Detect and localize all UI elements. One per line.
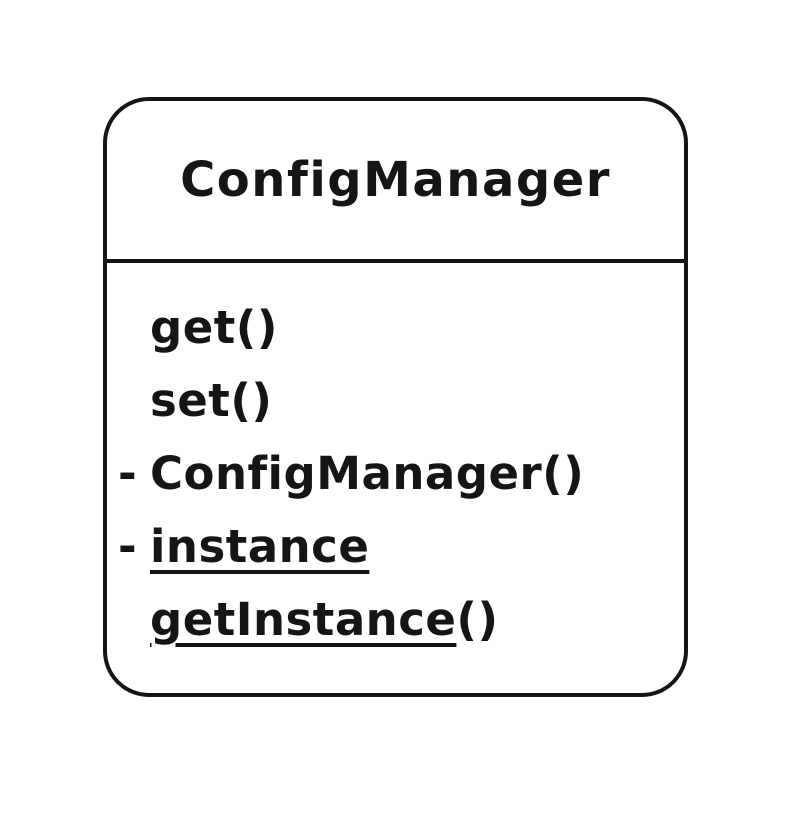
member-row: - instance: [118, 510, 668, 583]
visibility-marker: -: [118, 447, 138, 500]
member-parens: (): [542, 447, 585, 500]
member-row: set (): [118, 364, 668, 437]
uml-class-box: ConfigManager get () set () - ConfigMana…: [103, 97, 688, 697]
member-row: get (): [118, 291, 668, 364]
member-name: ConfigManager: [150, 447, 543, 500]
member-parens: (): [456, 593, 499, 646]
member-row: - ConfigManager (): [118, 437, 668, 510]
member-row: getInstance (): [118, 583, 668, 656]
member-parens: (): [230, 374, 273, 427]
member-name: getInstance: [150, 593, 457, 646]
member-parens: (): [235, 301, 278, 354]
member-name: instance: [150, 520, 370, 573]
visibility-marker: -: [118, 520, 138, 573]
member-name: get: [150, 301, 236, 354]
class-members-compartment: get () set () - ConfigManager () - insta…: [107, 263, 684, 693]
member-name: set: [150, 374, 231, 427]
class-title-compartment: ConfigManager: [107, 101, 684, 263]
class-title: ConfigManager: [180, 152, 611, 208]
